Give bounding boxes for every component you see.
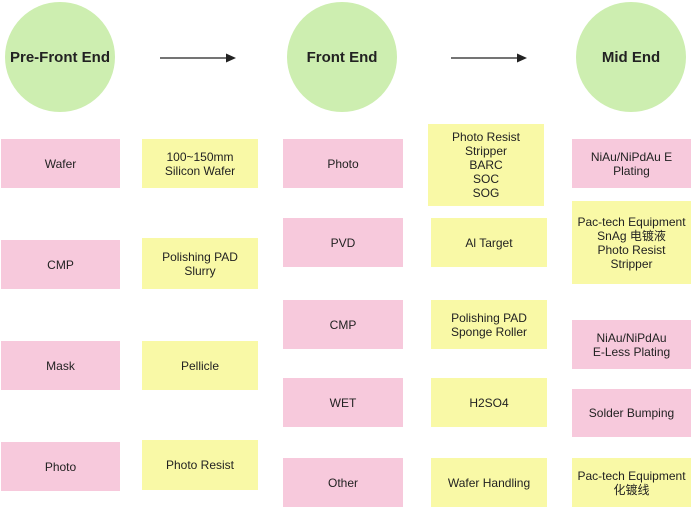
material-box: Polishing PAD Sponge Roller <box>431 300 547 349</box>
process-box: PVD <box>283 218 403 267</box>
process-box: Photo <box>1 442 120 491</box>
mid-end-box: Pac-tech Equipment SnAg 电镀液 Photo Resist… <box>572 201 691 284</box>
stage-mid-end: Mid End <box>576 2 686 112</box>
material-box: Photo Resist <box>142 440 258 490</box>
arrow-right-icon <box>160 53 236 63</box>
stage-label: Mid End <box>601 48 661 66</box>
arrow-right-icon <box>451 53 527 63</box>
mid-end-box: Pac-tech Equipment 化镀线 <box>572 458 691 507</box>
material-box: Al Target <box>431 218 547 267</box>
process-box: CMP <box>283 300 403 349</box>
stage-front-end: Front End <box>287 2 397 112</box>
process-box: Other <box>283 458 403 507</box>
material-box: Polishing PAD Slurry <box>142 238 258 289</box>
material-box: Photo Resist Stripper BARC SOC SOG <box>428 124 544 206</box>
material-box: H2SO4 <box>431 378 547 427</box>
process-box: WET <box>283 378 403 427</box>
mid-end-box: NiAu/NiPdAu E Plating <box>572 139 691 188</box>
process-box: Mask <box>1 341 120 390</box>
material-box: Wafer Handling <box>431 458 547 507</box>
stage-label: Front End <box>306 48 378 66</box>
process-box: Wafer <box>1 139 120 188</box>
mid-end-box: Solder Bumping <box>572 389 691 437</box>
material-box: Pellicle <box>142 341 258 390</box>
material-box: 100~150mm Silicon Wafer <box>142 139 258 188</box>
process-box: Photo <box>283 139 403 188</box>
stage-pre-front-end: Pre-Front End <box>5 2 115 112</box>
stage-label: Pre-Front End <box>10 48 110 66</box>
process-box: CMP <box>1 240 120 289</box>
mid-end-box: NiAu/NiPdAu E-Less Plating <box>572 320 691 369</box>
